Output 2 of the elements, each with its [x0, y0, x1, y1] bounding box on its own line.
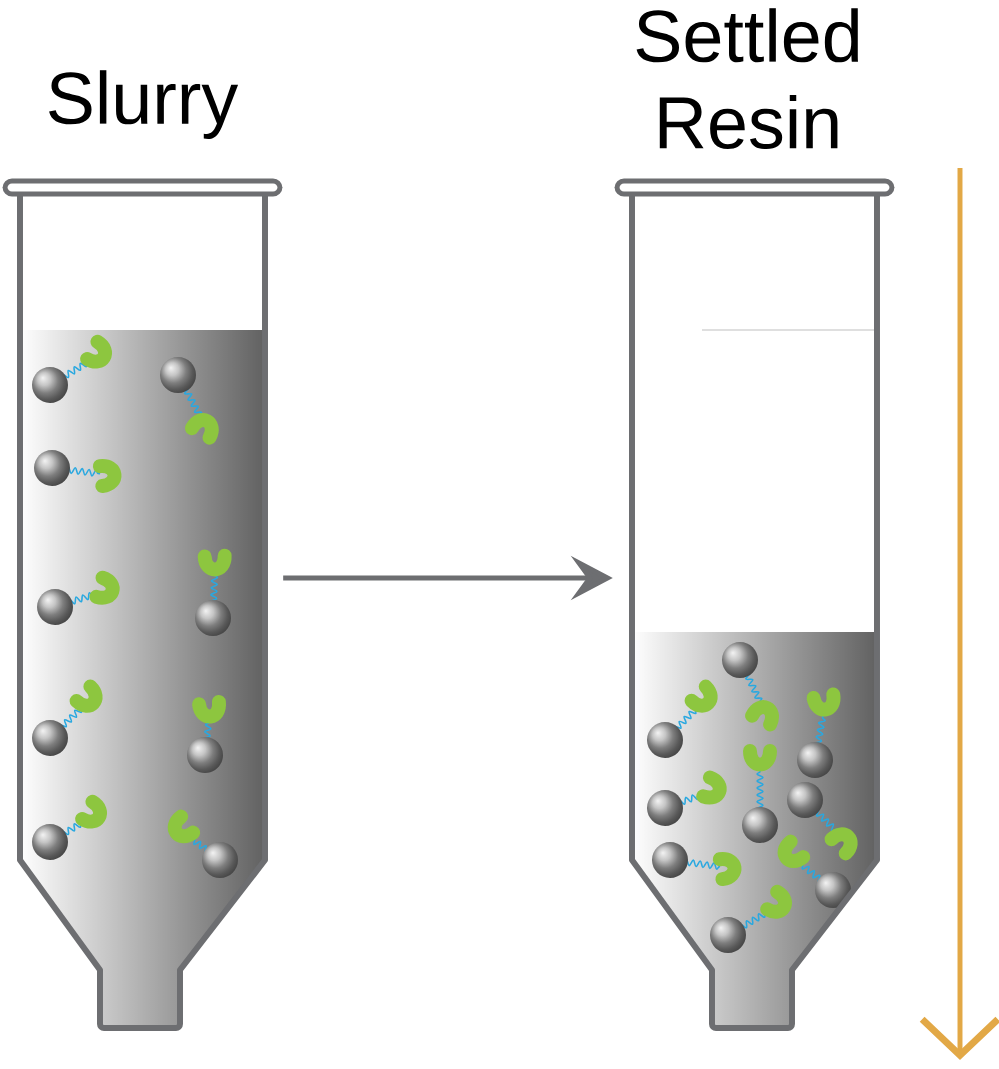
tube-label: Slurry: [49, 70, 239, 139]
tube-label: Settled Resin: [636, 8, 858, 149]
